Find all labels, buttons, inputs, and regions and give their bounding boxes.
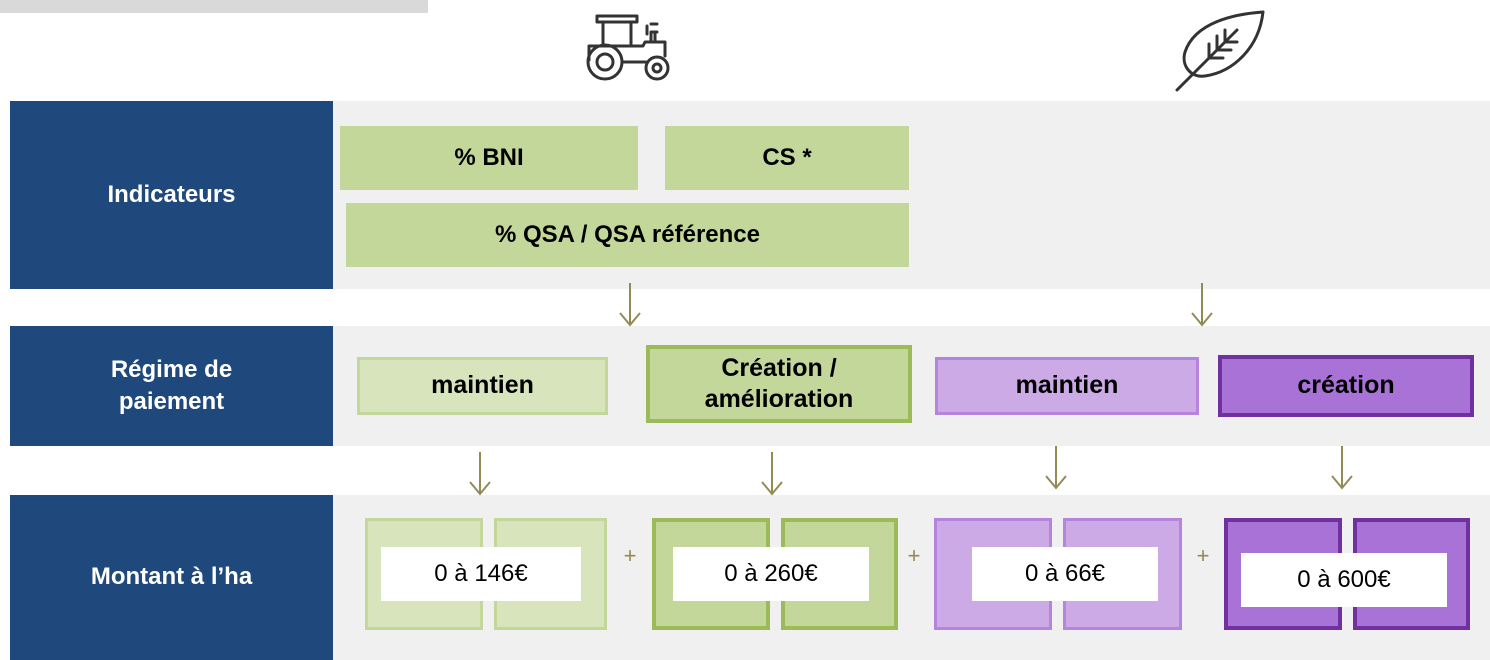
row-label-payment-regime: Régime de paiement: [10, 326, 333, 446]
tractor-icon: [586, 14, 670, 81]
amount-value-4: 0 à 600€: [1241, 553, 1447, 607]
plus-sign: +: [623, 543, 637, 568]
row-label-amount: Montant à l’ha: [10, 495, 333, 660]
plus-sign: +: [1196, 543, 1210, 568]
top-bar: [0, 0, 428, 13]
amount-value-2: 0 à 260€: [673, 547, 869, 601]
arrow-down-icon: [469, 452, 491, 496]
regime-maintien-green: maintien: [357, 357, 608, 415]
arrow-down-icon: [1045, 446, 1067, 490]
arrow-down-icon: [1191, 283, 1213, 327]
arrow-down-icon: [761, 452, 783, 496]
row-label-indicators: Indicateurs: [10, 101, 333, 289]
leaf-icon: [1175, 10, 1265, 92]
regime-maintien-purple: maintien: [935, 357, 1199, 415]
row-label-payment-regime-text: Régime de paiement: [110, 355, 233, 415]
amount-value-1: 0 à 146€: [381, 547, 581, 601]
plus-sign: +: [907, 543, 921, 568]
arrow-down-icon: [1331, 446, 1353, 490]
regime-creation-amelioration: Création / amélioration: [646, 345, 912, 423]
arrow-down-icon: [619, 283, 641, 327]
indicator-qsa: % QSA / QSA référence: [346, 203, 909, 267]
regime-creation-amelioration-text: Création / amélioration: [704, 353, 854, 413]
indicator-bni: % BNI: [340, 126, 638, 190]
regime-creation: création: [1218, 355, 1474, 417]
amount-value-3: 0 à 66€: [972, 547, 1158, 601]
indicator-cs: CS *: [665, 126, 909, 190]
